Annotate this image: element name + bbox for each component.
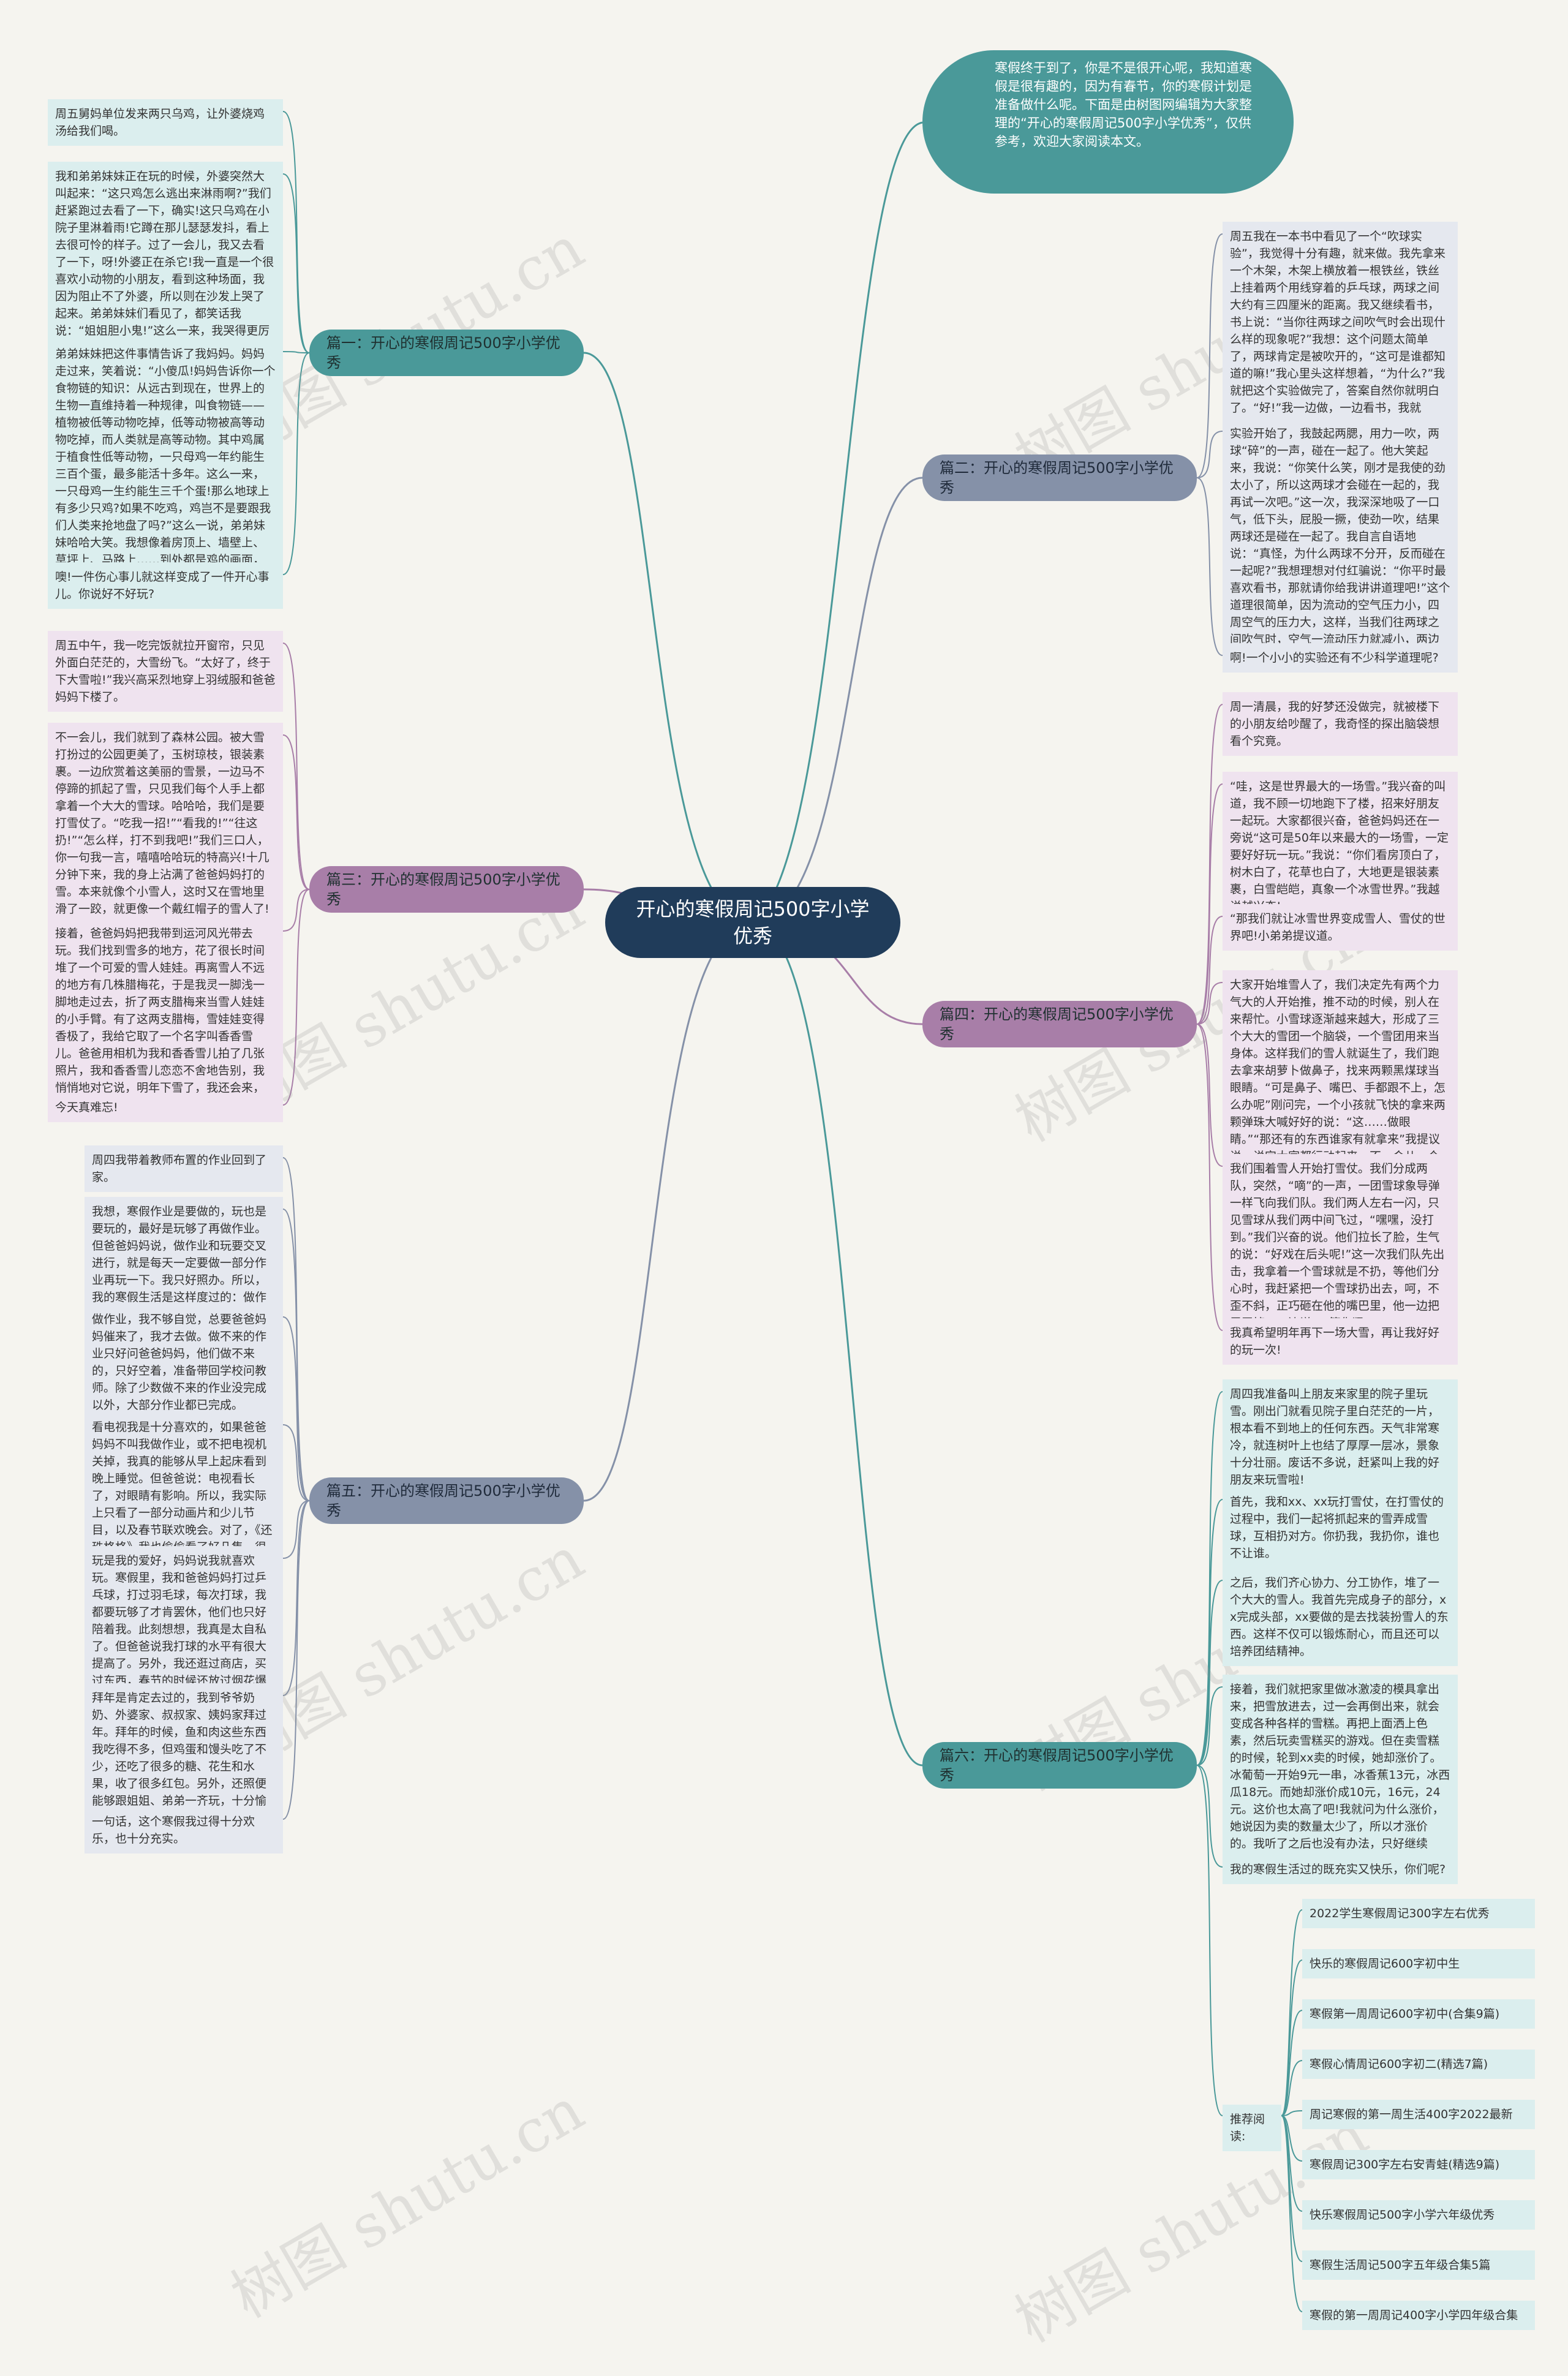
connector-line	[1196, 916, 1223, 1025]
intro-node[interactable]: 寒假终于到了，你是不是很开心呢，我知道寒假是很有趣的，因为有春节，你的寒假计划是…	[922, 50, 1294, 194]
text-node[interactable]: 首先，我和xx、xx玩打雪仗，在打雪仗的过程中，我们一起将抓起来的雪弄成雪球，互…	[1223, 1487, 1458, 1568]
central-topic[interactable]: 开心的寒假周记500字小学优秀	[605, 887, 900, 958]
connector-line	[1196, 1391, 1223, 1766]
text-node[interactable]: “那我们就让冰雪世界变成雪人、雪仗的世界吧!小弟弟提议道。	[1223, 904, 1458, 951]
connector-line	[282, 734, 310, 890]
connector-line	[282, 889, 310, 932]
text-node[interactable]: “哇，这是世界最大的一场雪。”我兴奋的叫道，我不顾一切地跑下了楼，招来好朋友一起…	[1223, 772, 1458, 921]
central-topic-text: 开心的寒假周记500字小学优秀	[636, 897, 870, 948]
text-node[interactable]: 实验开始了，我鼓起两腮，用力一吹，两球“碎”的一声，碰在一起了。他大笑起来，我说…	[1223, 419, 1458, 671]
branch-node-6[interactable]: 篇六：开心的寒假周记500字小学优秀	[922, 1742, 1197, 1789]
connector-line	[282, 643, 310, 890]
connector-line	[282, 1500, 310, 1559]
connector-line	[1281, 2110, 1303, 2116]
branch-label: 篇六：开心的寒假周记500字小学优秀	[940, 1747, 1174, 1784]
connector-line	[1196, 982, 1223, 1025]
connector-line	[282, 351, 310, 353]
text-node[interactable]: 周四我准备叫上朋友来家里的院子里玩雪。刚出门就看见院子里白茫茫的一片，根本看不到…	[1223, 1379, 1458, 1495]
recommend-link[interactable]: 周记寒假的第一周生活400字2022最新	[1302, 2100, 1535, 2129]
connector-line	[1196, 1686, 1223, 1766]
connector-line	[282, 1424, 310, 1501]
connector-line	[282, 889, 310, 1106]
connector-line	[282, 1209, 310, 1501]
connector-line	[1196, 431, 1223, 478]
recommend-link[interactable]: 寒假第一周周记600字初中(合集9篇)	[1302, 1999, 1535, 2029]
text-node[interactable]: 我的寒假生活过的既充实又快乐，你们呢?	[1223, 1855, 1458, 1884]
connector-line	[1281, 2115, 1303, 2212]
text-node[interactable]: 我们围着雪人开始打雪仗。我们分成两队，突然，“嘀”的一声，一团雪球象导弹一样飞向…	[1223, 1154, 1458, 1338]
connector-line	[752, 477, 923, 924]
connector-line	[1196, 1024, 1223, 1331]
connector-line	[1196, 704, 1223, 1025]
recommend-link[interactable]: 寒假周记300字左右安青蛙(精选9篇)	[1302, 2150, 1535, 2179]
connector-line	[282, 173, 310, 353]
recommend-link[interactable]: 快乐的寒假周记600字初中生	[1302, 1949, 1535, 1978]
branch-label: 篇四：开心的寒假周记500字小学优秀	[940, 1006, 1174, 1043]
text-node[interactable]: 周五中午，我一吃完饭就拉开窗帘，只见外面白茫茫的，大雪纷飞。“太好了，终于下大雪…	[48, 631, 283, 712]
text-node[interactable]: 做作业，我不够自觉，总要爸爸妈妈催来了，我才去做。做不来的作业只好问爸爸妈妈，他…	[85, 1305, 283, 1420]
connector-line	[1281, 2060, 1303, 2116]
connector-line	[752, 121, 923, 924]
text-node[interactable]: 我和弟弟妹妹正在玩的时候，外婆突然大叫起来：“这只鸡怎么逃出来淋雨啊?”我们赶紧…	[48, 162, 283, 363]
branch-node-3[interactable]: 篇三：开心的寒假周记500字小学优秀	[309, 866, 584, 913]
connector-line	[282, 1500, 310, 1820]
text-node[interactable]: 周四我带着教师布置的作业回到了家。	[85, 1145, 283, 1192]
branch-node-5[interactable]: 篇五：开心的寒假周记500字小学优秀	[309, 1477, 584, 1524]
intro-text: 寒假终于到了，你是不是很开心呢，我知道寒假是很有趣的，因为有春节，你的寒假计划是…	[995, 61, 1252, 149]
connector-line	[583, 921, 753, 1502]
branch-label: 篇二：开心的寒假周记500字小学优秀	[940, 459, 1174, 496]
text-node[interactable]: 一句话，这个寒假我过得十分欢乐，也十分充实。	[85, 1807, 283, 1854]
branch-node-2[interactable]: 篇二：开心的寒假周记500字小学优秀	[922, 454, 1197, 501]
recommend-link[interactable]: 寒假的第一周周记400字小学四年级合集	[1302, 2301, 1535, 2330]
connector-line	[752, 921, 923, 1767]
connector-line	[1196, 1024, 1223, 1167]
connector-line	[282, 1500, 310, 1696]
text-node[interactable]: 弟弟妹妹把这件事情告诉了我妈妈。妈妈走过来，笑着说：“小傻瓜!妈妈告诉你一个食物…	[48, 339, 283, 592]
text-node[interactable]: 接着，爸爸妈妈把我带到运河风光带去玩。我们找到雪多的地方，花了很长时间堆了一个可…	[48, 919, 283, 1120]
text-node[interactable]: 我真希望明年再下一场大雪，再让我好好的玩一次!	[1223, 1318, 1458, 1365]
connector-line	[1196, 1765, 1223, 1868]
text-node[interactable]: 今天真难忘!	[48, 1093, 283, 1122]
connector-line	[583, 352, 753, 924]
text-node[interactable]: 不一会儿，我们就到了森林公园。被大雪打扮过的公园更美了，玉树琼枝，银装素裹。一边…	[48, 723, 283, 941]
connector-line	[1281, 2115, 1303, 2262]
connector-line	[1281, 2010, 1303, 2116]
connector-line	[282, 111, 310, 353]
text-node[interactable]: 之后，我们齐心协力、分工协作，堆了一个大大的雪人。我首先完成身子的部分，xx完成…	[1223, 1568, 1458, 1666]
branch-node-1[interactable]: 篇一：开心的寒假周记500字小学优秀	[309, 330, 584, 376]
branch-node-4[interactable]: 篇四：开心的寒假周记500字小学优秀	[922, 1001, 1197, 1047]
connector-line	[1196, 1499, 1223, 1766]
connector-line	[1196, 233, 1223, 478]
recommend-link[interactable]: 2022学生寒假周记300字左右优秀	[1302, 1899, 1535, 1928]
connector-line	[1196, 1580, 1223, 1766]
connector-line	[1281, 2115, 1303, 2312]
text-node[interactable]: 周五舅妈单位发来两只乌鸡，让外婆烧鸡汤给我们喝。	[48, 99, 283, 146]
connector-line	[282, 352, 310, 575]
connector-line	[1196, 1765, 1223, 2116]
recommend-link[interactable]: 寒假心情周记600字初二(精选7篇)	[1302, 2050, 1535, 2079]
text-node[interactable]: 噢!一件伤心事儿就这样变成了一件开心事儿。你说好不好玩?	[48, 562, 283, 609]
connector-line	[1196, 783, 1223, 1025]
text-node[interactable]: 接着，我们就把家里做冰激凌的模具拿出来，把雪放进去，过一会再倒出来，就会变成各种…	[1223, 1675, 1458, 1876]
connector-line	[1196, 477, 1223, 656]
connector-line	[282, 1316, 310, 1501]
recommend-label: 推荐阅读:	[1223, 2105, 1281, 2151]
recommend-link[interactable]: 寒假生活周记500字五年级合集5篇	[1302, 2250, 1535, 2280]
branch-label: 篇五：开心的寒假周记500字小学优秀	[326, 1482, 560, 1519]
text-node[interactable]: 啊!一个小小的实验还有不少科学道理呢?	[1223, 643, 1458, 673]
connector-line	[1281, 1959, 1303, 2116]
recommend-link[interactable]: 快乐寒假周记500字小学六年级优秀	[1302, 2200, 1535, 2230]
branch-label: 篇三：开心的寒假周记500字小学优秀	[326, 871, 560, 908]
connector-line	[1281, 2115, 1303, 2162]
branch-label: 篇一：开心的寒假周记500字小学优秀	[326, 334, 560, 371]
text-node[interactable]: 周一清晨，我的好梦还没做完，就被楼下的小朋友给吵醒了，我奇怪的探出脑袋想看个究竟…	[1223, 692, 1458, 756]
